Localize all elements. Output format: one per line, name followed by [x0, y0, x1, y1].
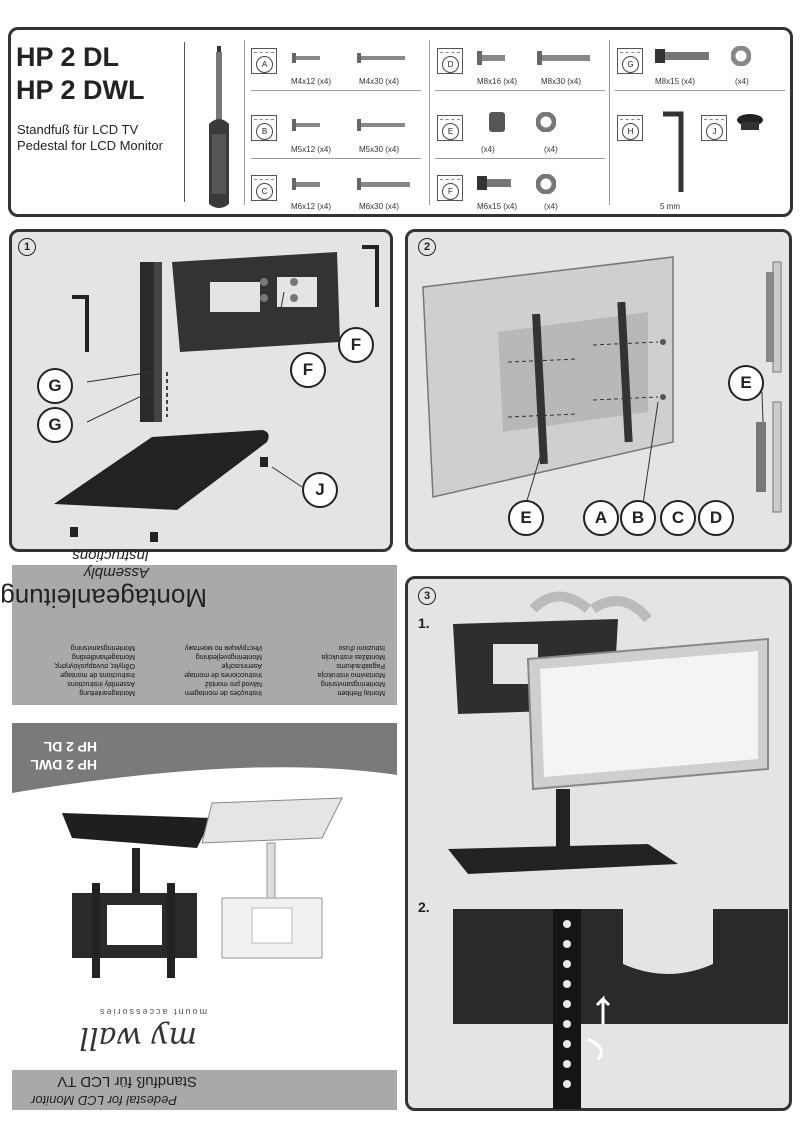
- cover-product-images: [62, 797, 343, 978]
- step-3-sub-1: 1.: [418, 615, 430, 631]
- part-bag-b: B: [251, 115, 277, 141]
- callout-g-lower: G: [37, 407, 73, 443]
- model-title-2: HP 2 DWL: [16, 75, 145, 105]
- part-f-label-2: (x4): [544, 202, 558, 211]
- screw-icon: [477, 51, 505, 65]
- product-subtitle-2: Pedestal for LCD Monitor: [17, 138, 163, 153]
- part-h-label: 5 mm: [660, 202, 680, 211]
- screw-icon: [357, 53, 405, 63]
- screwdriver-icon: [209, 46, 229, 208]
- part-bag-j: J: [701, 115, 727, 141]
- part-c-label-2: M6x30 (x4): [359, 202, 400, 211]
- part-b-label-2: M5x30 (x4): [359, 145, 400, 154]
- cover-product-bar: Standfuß für LCD TV Pedestal for LCD Mon…: [12, 1070, 397, 1110]
- step-1-illustration: [54, 245, 379, 542]
- callout-f-left: F: [290, 352, 326, 388]
- cover-model-2: HP 2 DWL: [30, 757, 97, 773]
- callout-e-side: E: [728, 365, 764, 401]
- part-bag-h: H: [617, 115, 643, 141]
- cover-logo-group: my wall mount accessories: [12, 1005, 397, 1065]
- allen-key-icon: [663, 111, 684, 192]
- screw-icon: [537, 51, 590, 65]
- step-3-sub-2: 2.: [418, 899, 430, 915]
- brand-tagline: mount accessories: [97, 1007, 207, 1017]
- screw-icon: [292, 119, 320, 131]
- parts-header-panel: HP 2 DL HP 2 DWL Standfuß für LCD TV Ped…: [8, 27, 793, 217]
- step-2-panel: 2 E E A B C D: [405, 229, 792, 552]
- part-bag-a: A: [251, 48, 277, 74]
- part-e-label-2: (x4): [544, 145, 558, 154]
- bolt-icon: [655, 49, 709, 63]
- step-3-illustration-1: [448, 591, 769, 874]
- step-2-number: 2: [418, 238, 436, 256]
- brand-logo: my wall: [79, 1020, 197, 1055]
- part-bag-d: D: [437, 48, 463, 74]
- step-1-panel: 1 G G F F J: [9, 229, 393, 552]
- languages-col-1: Montageanleitung Assembly instructions I…: [54, 644, 135, 696]
- spacer-icon: [489, 112, 505, 132]
- part-a-label-2: M4x30 (x4): [359, 77, 400, 86]
- model-title-1: HP 2 DL: [16, 42, 120, 72]
- screw-icon: [357, 178, 410, 190]
- callout-e-front: E: [508, 500, 544, 536]
- part-bag-g: G: [617, 48, 643, 74]
- cover-product-2: Pedestal for LCD Monitor: [31, 1093, 177, 1108]
- step-3-illustration-2: [453, 909, 788, 1109]
- cover-model-1: HP 2 DL: [43, 739, 97, 755]
- languages-col-2: Instruções de montagem Návod pro montáž …: [184, 644, 262, 696]
- part-d-label-2: M8x30 (x4): [541, 77, 582, 86]
- divider: [184, 42, 185, 202]
- washer-icon: [731, 46, 751, 66]
- callout-d: D: [698, 500, 734, 536]
- part-a-label-1: M4x12 (x4): [291, 77, 332, 86]
- callout-a: A: [583, 500, 619, 536]
- product-subtitle-1: Standfuß für LCD TV: [17, 122, 139, 137]
- part-g-label-1: M8x15 (x4): [655, 77, 696, 86]
- callout-b: B: [620, 500, 656, 536]
- callout-c: C: [660, 500, 696, 536]
- part-bag-f: F: [437, 175, 463, 201]
- cover-title-block: Montageanleitung Assembly Instructions M…: [0, 547, 397, 705]
- callout-g-upper: G: [37, 368, 73, 404]
- cover-subheading: Assembly Instructions: [72, 547, 149, 581]
- cover-heading-group: Montageanleitung Assembly Instructions M…: [0, 547, 397, 705]
- screw-icon: [292, 53, 320, 63]
- step-2-illustration: [422, 256, 782, 513]
- cover-model-group: HP 2 DL HP 2 DWL: [12, 723, 397, 793]
- step-3-number: 3: [418, 587, 436, 605]
- callout-j: J: [302, 472, 338, 508]
- callout-f-right: F: [338, 327, 374, 363]
- cover-page: Montageanleitung Assembly Instructions M…: [0, 547, 397, 1110]
- foot-cap-icon: [737, 114, 763, 130]
- part-f-label-1: M6x15 (x4): [477, 202, 518, 211]
- languages-col-3: Montaj Rehberi Monteringsanvisning Monta…: [317, 644, 385, 696]
- part-e-label-1: (x4): [481, 145, 495, 154]
- cover-heading: Montageanleitung: [0, 583, 207, 613]
- bolt-icon: [477, 176, 511, 190]
- washer-icon: [536, 112, 556, 132]
- screw-icon: [357, 119, 405, 131]
- step-3-panel: 3 1. 2.: [405, 576, 792, 1111]
- part-c-label-1: M6x12 (x4): [291, 202, 332, 211]
- cover-model-banner: HP 2 DL HP 2 DWL: [12, 723, 397, 793]
- cover-product-1: Standfuß für LCD TV: [57, 1073, 197, 1090]
- part-b-label-1: M5x12 (x4): [291, 145, 332, 154]
- part-bag-c: C: [251, 175, 277, 201]
- part-d-label-1: M8x16 (x4): [477, 77, 518, 86]
- part-g-label-2: (x4): [735, 77, 749, 86]
- part-bag-e: E: [437, 115, 463, 141]
- screw-icon: [292, 178, 320, 190]
- washer-icon: [536, 174, 556, 194]
- step-1-number: 1: [18, 238, 36, 256]
